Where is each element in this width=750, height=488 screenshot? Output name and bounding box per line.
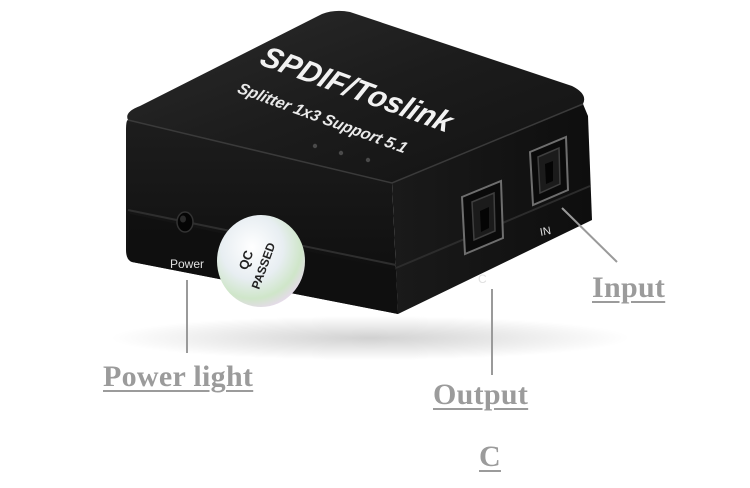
device-top-face (127, 10, 585, 183)
callout-power-light: Power light (103, 360, 254, 393)
callout-output-port: C (479, 440, 501, 473)
qc-sticker: QC PASSED (217, 215, 305, 307)
input-port (528, 135, 570, 207)
qc-sticker-line1: QC (236, 248, 257, 272)
callout-output: Output (433, 378, 529, 411)
power-led (176, 211, 194, 233)
indicator-dot (365, 157, 371, 163)
indicator-dot (338, 150, 344, 156)
input-port-label: IN (539, 225, 552, 239)
output-port-label: C (478, 272, 487, 286)
output-port-c (460, 179, 505, 256)
device-shadow (110, 316, 630, 360)
callout-input: Input (592, 271, 666, 304)
power-label: Power (170, 257, 204, 271)
input-leader-line (561, 207, 618, 263)
indicator-dot (312, 143, 318, 149)
